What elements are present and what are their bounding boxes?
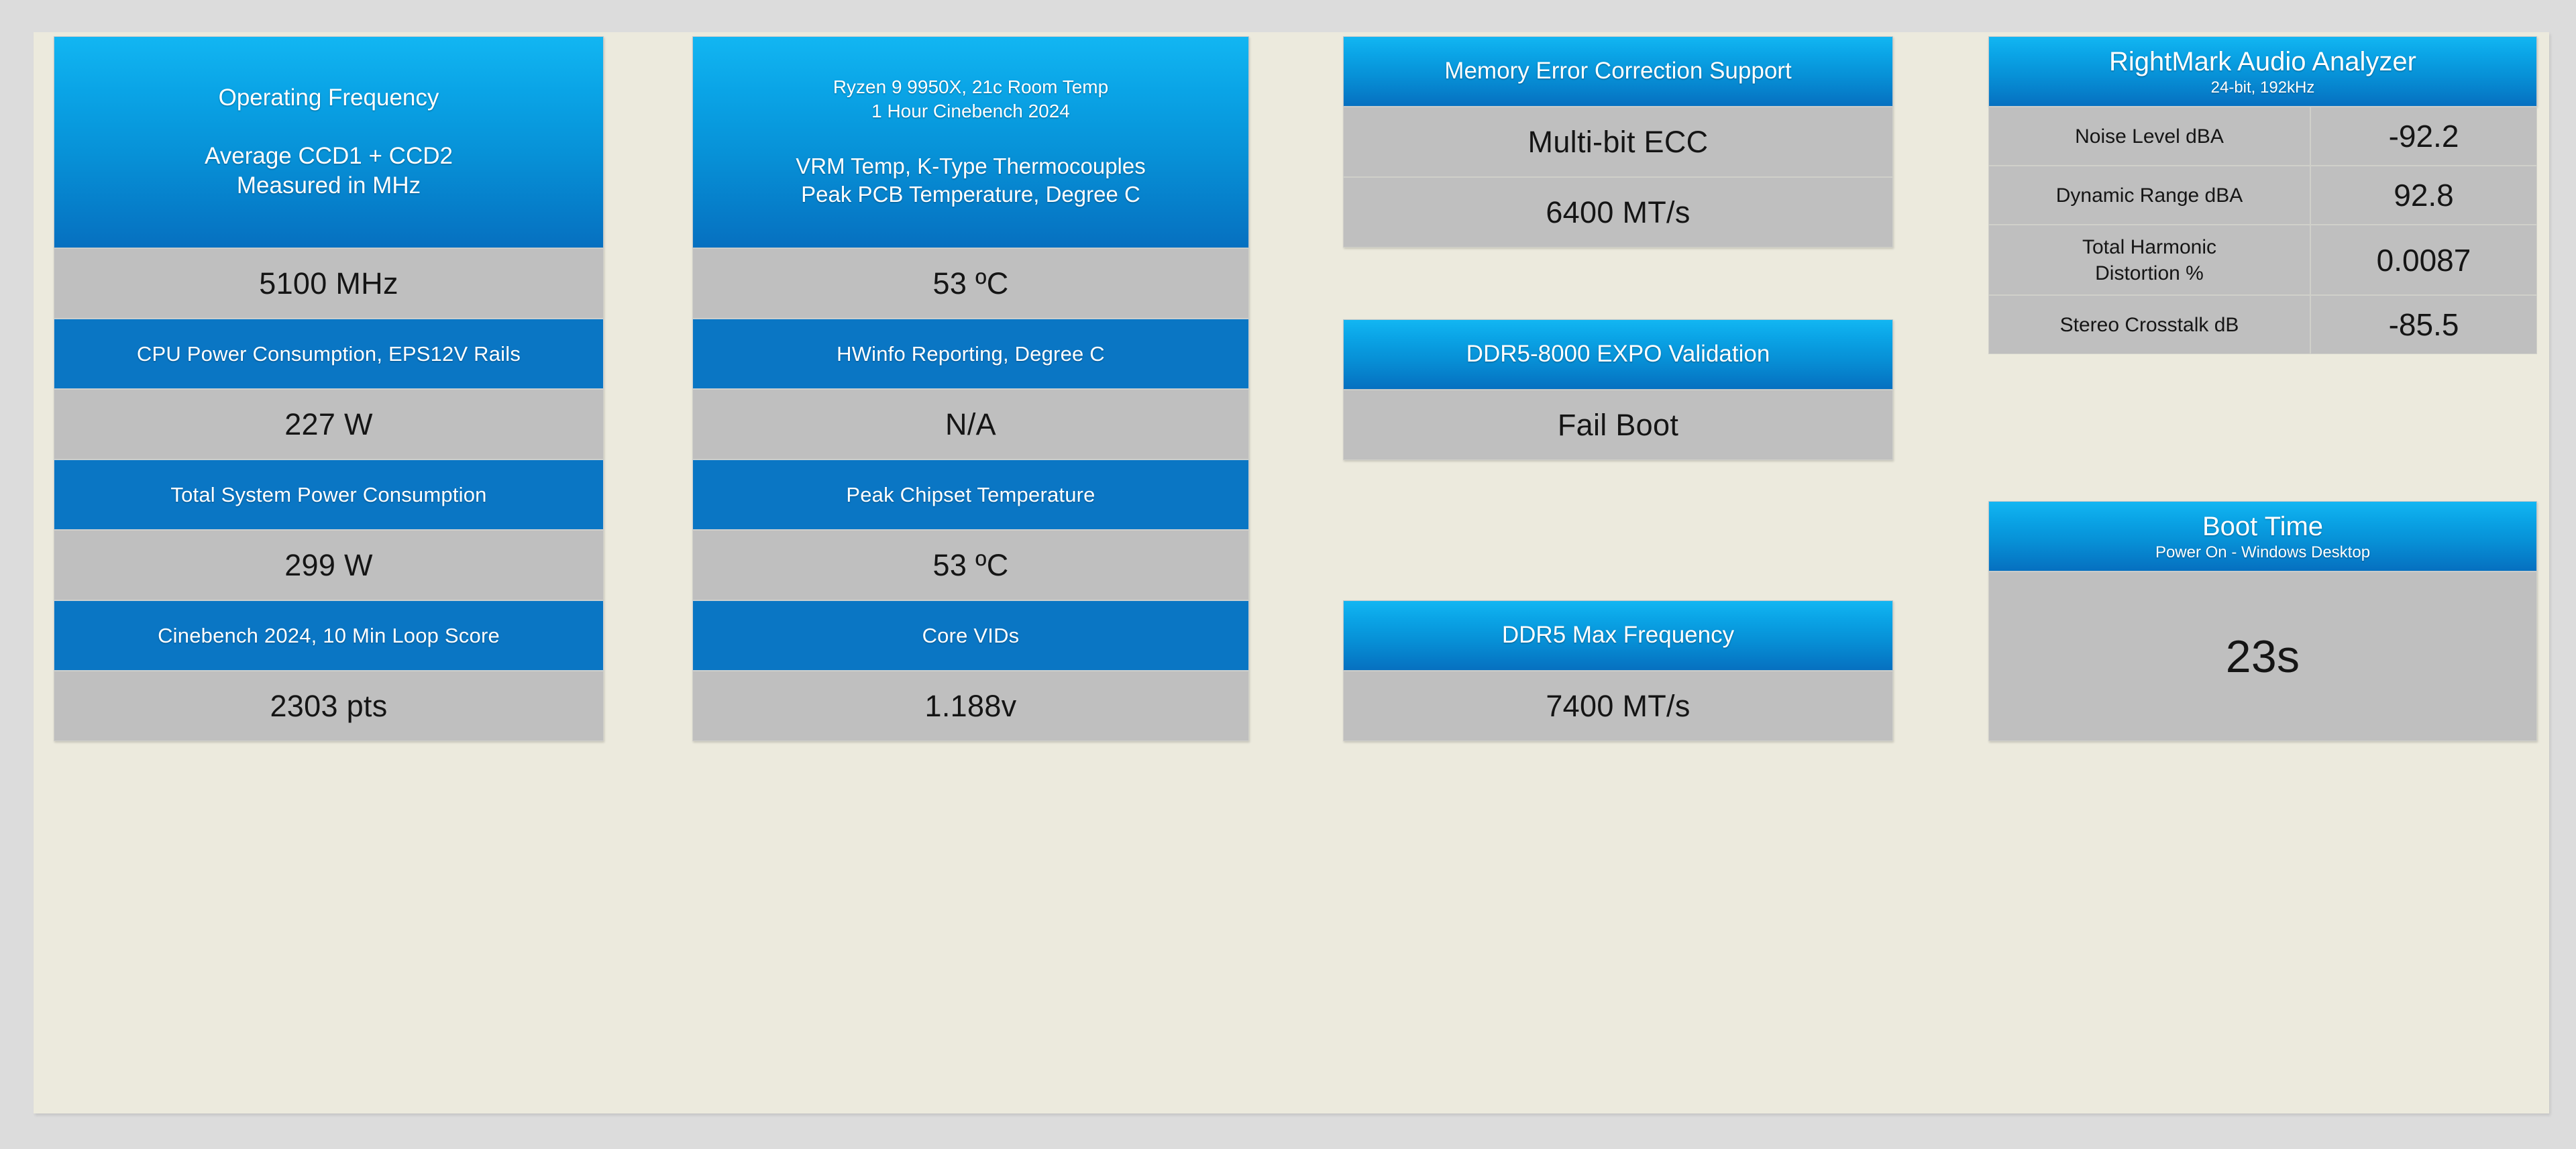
column-audio-and-boot: RightMark Audio Analyzer 24-bit, 192kHz … xyxy=(1988,32,2537,1113)
col4-header-boot-time: Boot Time Power On - Windows Desktop xyxy=(1988,501,2537,571)
rmaa-label-thd-line1: Total Harmonic xyxy=(2082,235,2217,258)
table-row: Noise Level dBA -92.2 xyxy=(1988,107,2537,166)
col4-header-rmaa: RightMark Audio Analyzer 24-bit, 192kHz xyxy=(1988,36,2537,107)
col2-header-card: Ryzen 9 9950X, 21c Room Temp 1 Hour Cine… xyxy=(692,36,1249,248)
col1-header-card: Operating Frequency Average CCD1 + CCD2 … xyxy=(54,36,604,248)
boot-time-title: Boot Time xyxy=(2202,511,2324,541)
col3-value-expo: Fail Boot xyxy=(1343,390,1893,460)
table-row: Total Harmonic Distortion % 0.0087 xyxy=(1988,225,2537,295)
table-row: Stereo Crosstalk dB -85.5 xyxy=(1988,295,2537,354)
col3-header-ecc: Memory Error Correction Support xyxy=(1343,36,1893,107)
rmaa-table: Noise Level dBA -92.2 Dynamic Range dBA … xyxy=(1988,107,2537,354)
col4-value-boot-time: 23s xyxy=(1988,571,2537,741)
col1-header-sub1: Average CCD1 + CCD2 xyxy=(205,142,453,169)
col2-header-line1: Ryzen 9 9950X, 21c Room Temp xyxy=(833,76,1109,97)
col1-value-frequency: 5100 MHz xyxy=(54,248,604,319)
col1-value-system-power: 299 W xyxy=(54,530,604,600)
rmaa-label-crosstalk: Stereo Crosstalk dB xyxy=(1988,295,2310,354)
rmaa-subtitle: 24-bit, 192kHz xyxy=(2210,78,2315,97)
col2-header-line2: 1 Hour Cinebench 2024 xyxy=(871,101,1070,122)
col2-value-hwinfo: N/A xyxy=(692,389,1249,459)
col3-value-ecc-type: Multi-bit ECC xyxy=(1343,107,1893,177)
col3-value-ecc-speed: 6400 MT/s xyxy=(1343,177,1893,248)
col3-value-ddr5-max: 7400 MT/s xyxy=(1343,671,1893,741)
col1-value-cinebench: 2303 pts xyxy=(54,671,604,741)
col1-label-cinebench: Cinebench 2024, 10 Min Loop Score xyxy=(54,600,604,671)
rmaa-label-thd: Total Harmonic Distortion % xyxy=(1988,225,2310,295)
rmaa-label-dynamic-range: Dynamic Range dBA xyxy=(1988,166,2310,225)
col1-label-system-power: Total System Power Consumption xyxy=(54,459,604,530)
rmaa-title: RightMark Audio Analyzer xyxy=(2108,46,2416,76)
column-thermals: Ryzen 9 9950X, 21c Room Temp 1 Hour Cine… xyxy=(692,32,1249,1113)
col2-value-chipset-temp: 53 ºC xyxy=(692,530,1249,600)
rmaa-label-noise-level: Noise Level dBA xyxy=(1988,107,2310,166)
col1-label-cpu-power: CPU Power Consumption, EPS12V Rails xyxy=(54,319,604,389)
column-operating-frequency: Operating Frequency Average CCD1 + CCD2 … xyxy=(54,32,604,1113)
col3-header-ddr5-max: DDR5 Max Frequency xyxy=(1343,600,1893,671)
rmaa-value-crosstalk: -85.5 xyxy=(2310,295,2537,354)
col2-label-chipset-temp: Peak Chipset Temperature xyxy=(692,459,1249,530)
boot-time-subtitle: Power On - Windows Desktop xyxy=(2155,543,2371,561)
col2-label-core-vids: Core VIDs xyxy=(692,600,1249,671)
column-memory: Memory Error Correction Support Multi-bi… xyxy=(1343,32,1893,1113)
col1-value-cpu-power: 227 W xyxy=(54,389,604,459)
col1-header-title: Operating Frequency xyxy=(218,84,439,111)
col2-value-vrm-temp: 53 ºC xyxy=(692,248,1249,319)
table-row: Dynamic Range dBA 92.8 xyxy=(1988,166,2537,225)
col3-header-expo: DDR5-8000 EXPO Validation xyxy=(1343,319,1893,390)
rmaa-value-dynamic-range: 92.8 xyxy=(2310,166,2537,225)
col2-label-hwinfo: HWinfo Reporting, Degree C xyxy=(692,319,1249,389)
col2-value-core-vids: 1.188v xyxy=(692,671,1249,741)
col2-header-line4: Peak PCB Temperature, Degree C xyxy=(801,182,1140,207)
rmaa-value-noise-level: -92.2 xyxy=(2310,107,2537,166)
rmaa-value-thd: 0.0087 xyxy=(2310,225,2537,295)
rmaa-label-thd-line2: Distortion % xyxy=(2095,262,2204,284)
col1-header-sub2: Measured in MHz xyxy=(236,172,421,199)
results-panel: Operating Frequency Average CCD1 + CCD2 … xyxy=(34,32,2549,1113)
col2-header-line3: VRM Temp, K-Type Thermocouples xyxy=(796,153,1146,178)
